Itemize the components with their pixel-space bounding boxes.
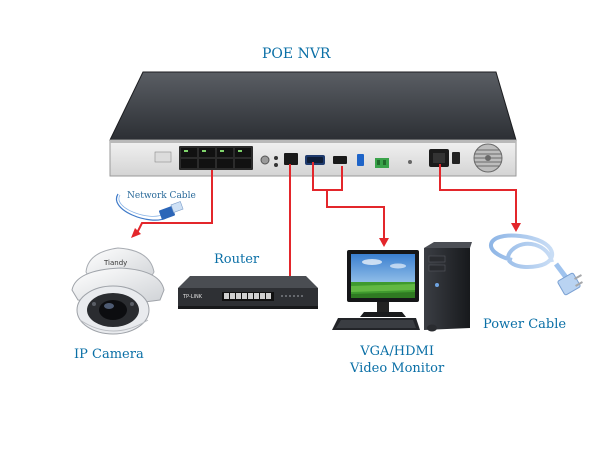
power-cable-device bbox=[489, 233, 583, 296]
network-cable-label: Network Cable bbox=[127, 191, 196, 201]
connection-arrows bbox=[131, 223, 521, 285]
monitor-label-line2: Video Monitor bbox=[350, 361, 445, 376]
ip-camera-label: IP Camera bbox=[74, 347, 144, 362]
connection-lines bbox=[136, 162, 517, 278]
switch-brand-text: TP-LINK bbox=[182, 294, 203, 300]
monitor-device bbox=[347, 250, 419, 317]
monitor-label: VGA/HDMI Video Monitor bbox=[350, 343, 444, 377]
ip-camera-device bbox=[71, 247, 165, 335]
computer-tower bbox=[424, 242, 472, 330]
nvr-device bbox=[109, 71, 517, 177]
diagram-title: POE NVR bbox=[262, 46, 331, 62]
monitor-label-line1: VGA/HDMI bbox=[360, 344, 434, 359]
keyboard-device bbox=[332, 318, 437, 332]
power-cable-label: Power Cable bbox=[483, 317, 567, 332]
poe-ports bbox=[179, 146, 253, 170]
router-label: Router bbox=[214, 252, 260, 267]
router-device bbox=[178, 276, 318, 309]
camera-brand-text: Tiandy bbox=[103, 259, 127, 267]
